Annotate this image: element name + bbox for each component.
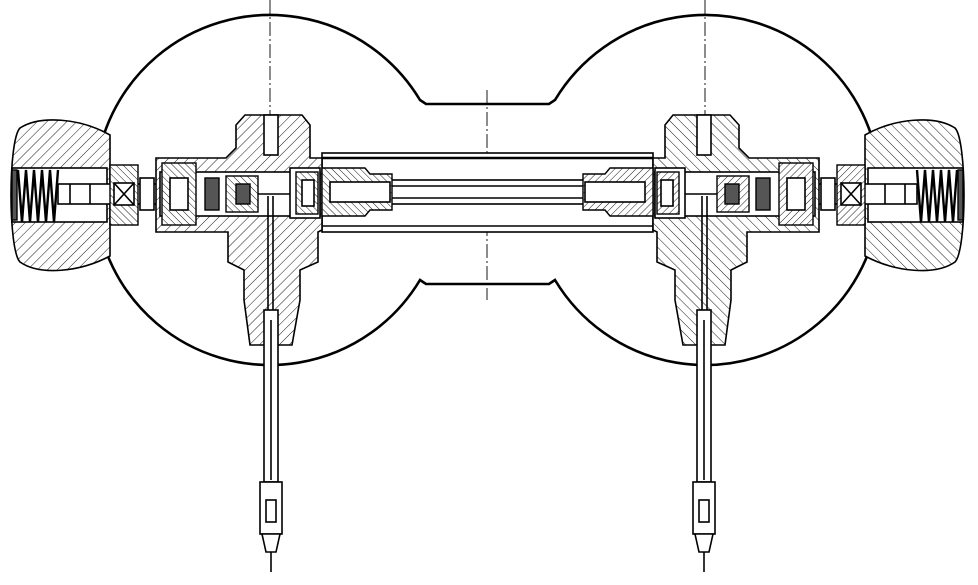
end-assembly-right <box>581 113 966 574</box>
housing-outline <box>93 13 882 367</box>
end-assembly-left <box>10 114 393 572</box>
main-body <box>155 114 323 346</box>
probe-tip <box>261 533 281 553</box>
spring <box>16 169 60 223</box>
top-slot <box>263 114 279 156</box>
